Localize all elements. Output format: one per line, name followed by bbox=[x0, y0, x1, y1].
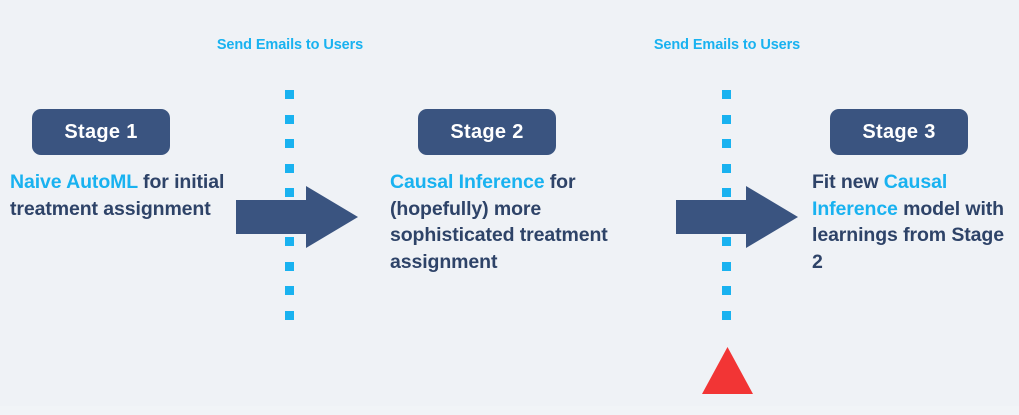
current-position-marker-icon bbox=[702, 347, 753, 394]
highlighted-term: Naive AutoML bbox=[10, 171, 138, 193]
dotted-line-dot bbox=[285, 286, 294, 295]
dotted-line-dot bbox=[285, 261, 294, 271]
dotted-line-dot bbox=[285, 188, 294, 197]
stage-description-2: Causal Inference for (hopefully) more so… bbox=[390, 169, 665, 276]
checkpoint-label-1: Send Emails to Users bbox=[216, 37, 364, 53]
stage-description-1: Naive AutoML for initial treatment assig… bbox=[10, 169, 225, 222]
highlighted-term: Causal Inference bbox=[812, 171, 948, 220]
highlighted-term: Causal Inference bbox=[390, 171, 545, 193]
dotted-line-dot bbox=[285, 139, 294, 148]
dotted-line-dot bbox=[722, 114, 731, 124]
dotted-line-dot bbox=[285, 114, 294, 124]
plain-text: Fit new bbox=[812, 171, 884, 193]
dotted-line-dot bbox=[285, 237, 294, 246]
dotted-line-dot bbox=[722, 188, 731, 197]
plain-text: for initial treatment assignment bbox=[10, 171, 225, 220]
transition-arrow-1 bbox=[236, 186, 358, 248]
checkpoint-label-2: Send Emails to Users bbox=[653, 37, 801, 53]
transition-arrow-2 bbox=[676, 186, 798, 248]
stage-badge-1: Stage 1 bbox=[32, 109, 170, 155]
dotted-line-dot bbox=[285, 310, 294, 320]
stage-badge-3: Stage 3 bbox=[830, 109, 968, 155]
dotted-line-dot bbox=[722, 163, 731, 173]
stage-badge-2: Stage 2 bbox=[418, 109, 556, 155]
dotted-line-dot bbox=[722, 286, 731, 295]
dotted-line-dot bbox=[722, 261, 731, 271]
dotted-line-dot bbox=[722, 237, 731, 246]
stage-description-3: Fit new Causal Inference model with lear… bbox=[812, 169, 1012, 276]
plain-text: model with learnings from Stage 2 bbox=[812, 197, 1004, 274]
dotted-line-dot bbox=[285, 90, 294, 99]
bottom-strip bbox=[0, 406, 1019, 415]
plain-text: for (hopefully) more sophisticated treat… bbox=[390, 171, 608, 274]
dotted-line-dot bbox=[722, 139, 731, 148]
dotted-line-dot bbox=[722, 310, 731, 320]
dotted-line-dot bbox=[285, 163, 294, 173]
dotted-line-dot bbox=[722, 90, 731, 99]
